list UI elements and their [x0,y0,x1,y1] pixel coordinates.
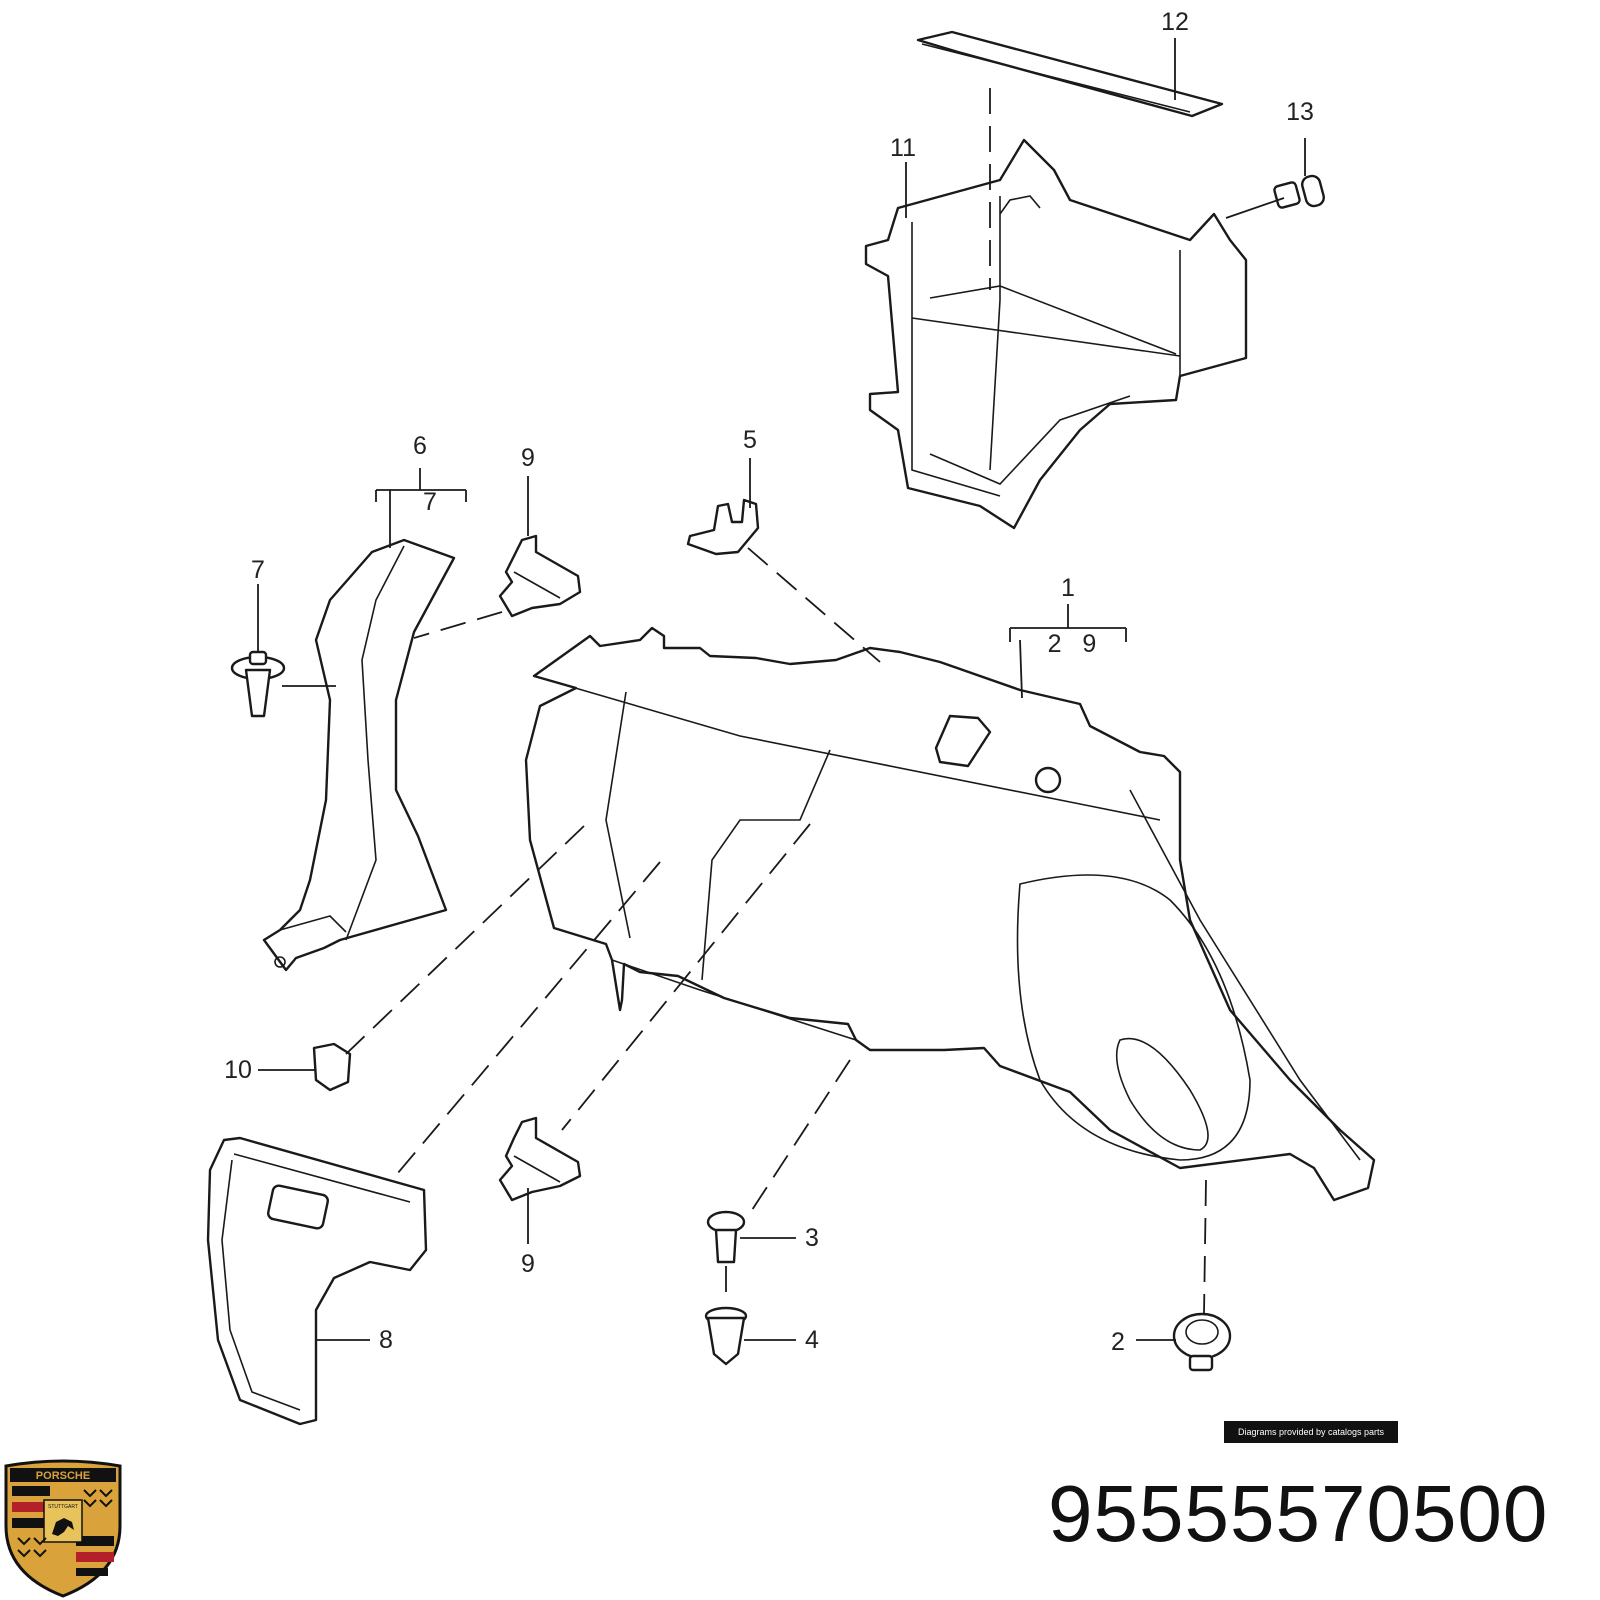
callout-9-bottom: 9 [521,1250,535,1278]
part-8-lower-trim [206,1136,428,1426]
callout-4: 4 [805,1326,819,1354]
part-3-screw [706,1210,746,1264]
part-2-clip [1172,1312,1232,1372]
part-10-cap [312,1042,352,1092]
callout-1-sub: 2 9 [1048,630,1097,658]
callout-9-top: 9 [521,444,535,472]
part-6-pillar-trim [262,538,456,972]
porsche-crest-logo: PORSCHE STUTTGART [4,1459,122,1598]
callout-12: 12 [1161,8,1189,36]
callout-8: 8 [379,1326,393,1354]
part-11-storage-tray [864,138,1248,530]
part-5-bracket [686,498,760,556]
part-1-quarter-panel [524,626,1376,1202]
svg-text:STUTTGART: STUTTGART [48,1504,78,1510]
callout-2: 2 [1111,1328,1125,1356]
callout-5: 5 [743,426,757,454]
part-12-strip [916,30,1224,118]
part-4-expansion-nut [704,1306,748,1366]
callout-6-sub: 7 [423,488,437,516]
callout-13: 13 [1286,98,1314,126]
leader-lines [257,38,1306,1341]
credit-badge: Diagrams provided by catalogs parts [1224,1421,1398,1443]
svg-text:PORSCHE: PORSCHE [36,1470,90,1482]
part-7-push-pin [230,650,286,718]
part-9-clip-top [498,534,582,618]
callout-10: 10 [224,1056,252,1084]
part-number: 95555570500 [1048,1469,1549,1558]
callout-1: 1 [1061,574,1075,602]
callout-6: 6 [413,432,427,460]
callouts: 12 13 11 5 6 7 9 7 1 2 9 10 9 3 4 2 8 [224,8,1314,1356]
callout-11: 11 [890,134,916,162]
assembly-lines [345,88,1207,1315]
part-9-clip-bottom [498,1116,582,1202]
callout-7: 7 [251,556,265,584]
callout-3: 3 [805,1224,819,1252]
part-13-screw [1273,174,1325,209]
